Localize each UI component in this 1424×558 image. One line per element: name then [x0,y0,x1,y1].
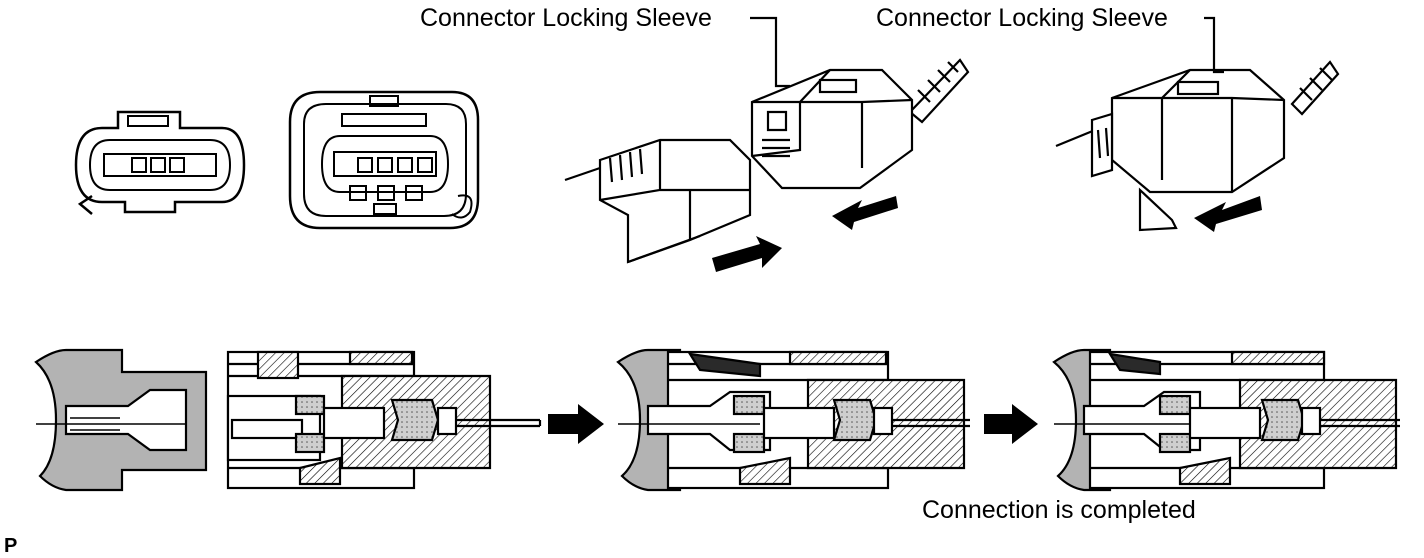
connector-locking-sleeve-label-right: Connector Locking Sleeve [876,4,1168,32]
cross-section-mid-connection [616,348,970,492]
isometric-before-connection [564,58,970,272]
sleeve-leader-lines [750,16,1224,88]
cross-section-separated [34,348,542,492]
arrow-right-icon [984,404,1038,444]
corner-mark: P [4,535,18,557]
connector-locking-sleeve-label-left: Connector Locking Sleeve [420,4,712,32]
cross-section-completed [1052,348,1400,492]
male-connector-face-view [74,110,246,215]
isometric-after-connection [1055,60,1340,232]
connection-completed-label: Connection is completed [922,496,1196,524]
female-connector-face-view [288,90,480,230]
arrow-right-icon [548,404,604,444]
